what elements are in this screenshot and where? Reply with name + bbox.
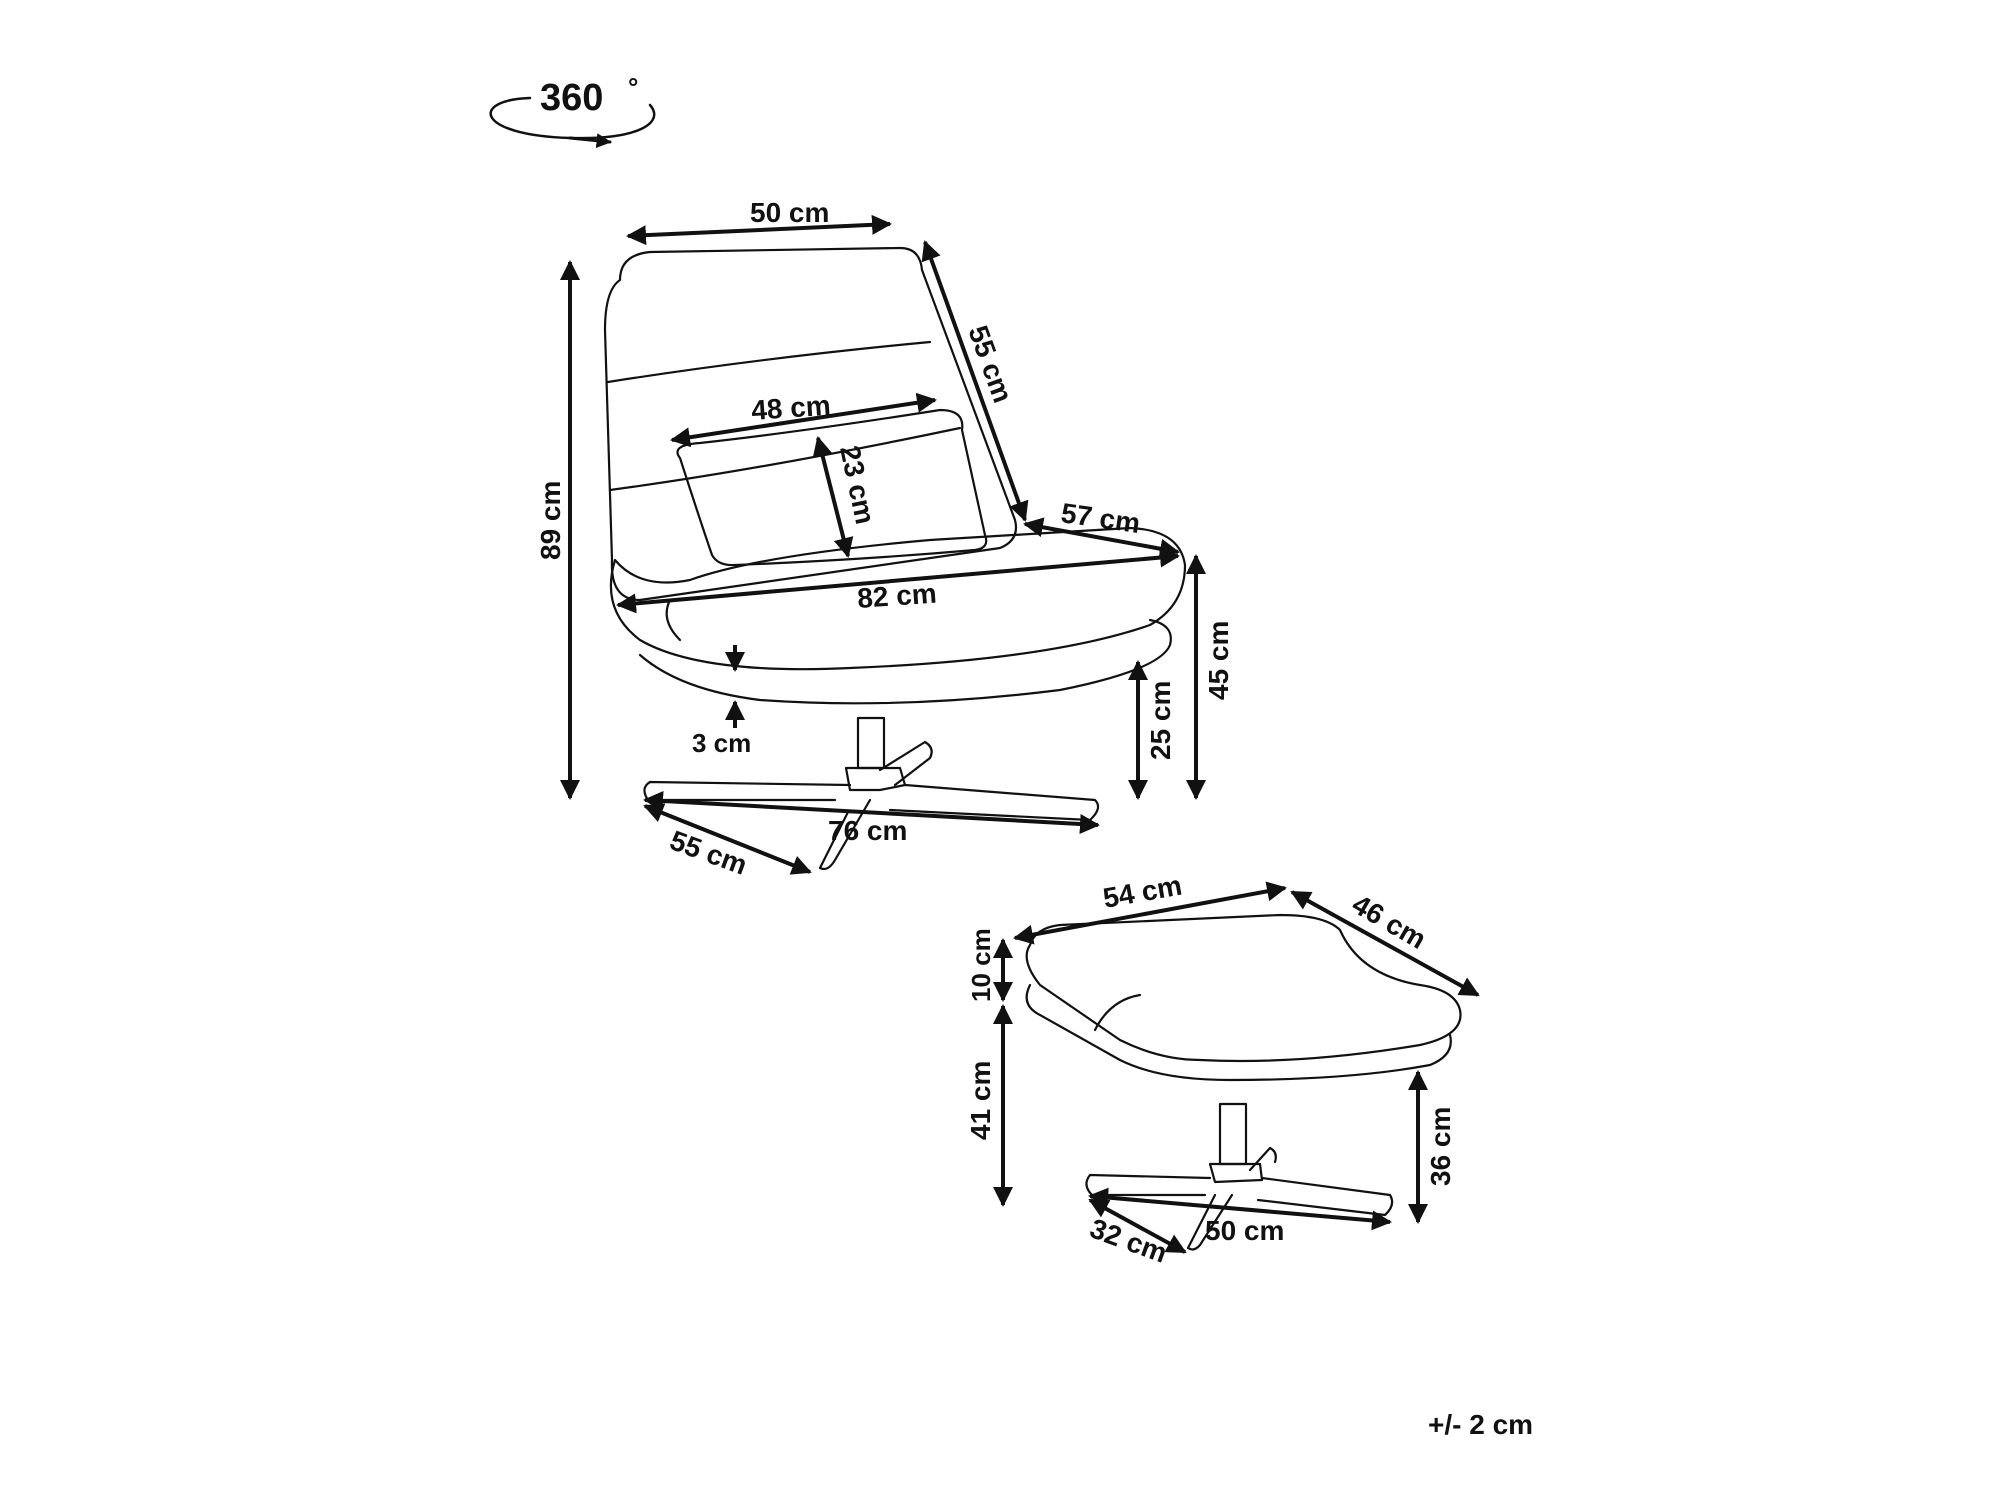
- label-chair-seat-height: 45 cm: [1203, 621, 1234, 700]
- label-chair-width-top: 50 cm: [750, 197, 829, 228]
- arrow-chair-diagonal: [616, 547, 1180, 614]
- label-pillow-height: 23 cm: [834, 443, 881, 527]
- backrest-seam-1: [606, 340, 932, 384]
- backrest-seam-2: [608, 426, 962, 492]
- chair-dimension-arrows: [560, 214, 1206, 875]
- arrow-ottoman-base-depth: [1088, 1198, 1187, 1254]
- chair-stem-collar: [844, 766, 907, 792]
- arrow-pillow-width: [670, 392, 937, 448]
- chair-stem: [856, 716, 886, 770]
- ottoman-stem-collar: [1208, 1162, 1264, 1184]
- arrow-ottoman-depth: [1290, 890, 1480, 997]
- ottoman-base-cushion: [1025, 983, 1452, 1082]
- rotation-value: 360: [540, 77, 603, 119]
- rotate-360-icon: 360 °: [489, 72, 656, 149]
- arrow-chair-width-top: [626, 214, 892, 246]
- seat-front-seam: [665, 598, 682, 642]
- label-ottoman-base-width: 50 cm: [1205, 1215, 1284, 1246]
- label-cushion-thickness: 3 cm: [692, 728, 751, 758]
- ottoman-dimension-labels: 54 cm 46 cm 10 cm 41 cm 36 cm 50 cm 32 c…: [965, 870, 1456, 1269]
- label-chair-total-height: 89 cm: [535, 481, 566, 560]
- arrow-pillow-height: [812, 436, 854, 558]
- label-chair-base-height: 25 cm: [1145, 681, 1176, 760]
- ottoman-stem: [1218, 1102, 1248, 1166]
- arrow-seat-depth: [1023, 517, 1180, 559]
- rotation-unit: °: [628, 72, 638, 102]
- tolerance-note: +/- 2 cm: [1428, 1409, 1533, 1440]
- arrow-ottoman-width: [1013, 881, 1287, 945]
- chair-shell-outline: [638, 618, 1172, 705]
- label-ottoman-top-thickness: 10 cm: [966, 928, 996, 1002]
- label-pillow-width: 48 cm: [750, 390, 831, 426]
- arrow-chair-backrest-depth: [921, 240, 1029, 522]
- ottoman-dimension-arrows: [993, 881, 1480, 1254]
- label-chair-diagonal: 82 cm: [856, 578, 937, 614]
- label-ottoman-total-height: 41 cm: [965, 1061, 996, 1140]
- label-ottoman-base-height: 36 cm: [1425, 1107, 1456, 1186]
- arrow-chair-base-depth: [643, 803, 812, 875]
- ottoman-seam: [1093, 993, 1142, 1032]
- chair-backrest-outline: [603, 246, 1018, 602]
- chair-dimension-labels: 50 cm 55 cm 48 cm 23 cm 57 cm 89 cm 82 c…: [535, 197, 1234, 881]
- chair-drawing: [603, 246, 1187, 871]
- label-chair-base-width: 76 cm: [828, 815, 907, 846]
